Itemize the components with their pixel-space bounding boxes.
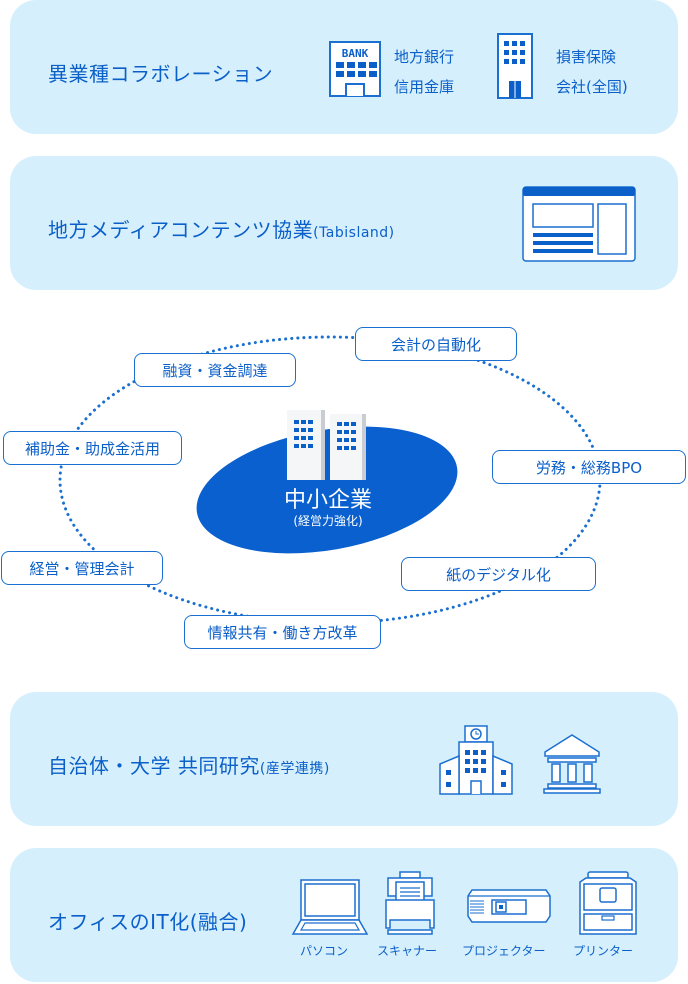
collaboration-title: 異業種コラボレーション: [48, 62, 274, 86]
insurance-line-1: 損害保険: [556, 48, 617, 66]
device-label-scanner: スキャナー: [377, 944, 438, 958]
bank-icon: BANK: [329, 41, 381, 97]
insurance-line-2: 会社(全国): [556, 78, 628, 96]
hub: 中小企業 (経営力強化): [228, 482, 428, 542]
scanner-icon: [385, 871, 435, 935]
cycle-item-work-style-reform: 情報共有・働き方改革: [184, 615, 381, 649]
government-building-icon: [543, 734, 601, 794]
office-it-title: オフィスのIT化(融合): [48, 910, 248, 934]
printer-icon: [579, 871, 637, 935]
hub-buildings-icon: [287, 410, 366, 480]
web-page-icon: [522, 186, 636, 262]
panel-office-it: オフィスのIT化(融合) パソコン スキャナー プロジェクター: [10, 848, 678, 982]
hub-subtitle: (経営力強化): [293, 514, 363, 528]
media-subtitle: (Tabisland): [313, 225, 395, 241]
cycle-item-financing: 融資・資金調達: [134, 353, 296, 387]
cycle-item-subsidies: 補助金・助成金活用: [3, 431, 182, 465]
device-label-pc: パソコン: [300, 944, 349, 958]
hub-title: 中小企業: [283, 488, 372, 513]
school-building-icon: [439, 725, 513, 795]
media-title: 地方メディアコンテンツ協業(Tabisland): [48, 214, 395, 243]
bank-line-2: 信用金庫: [394, 78, 455, 96]
device-label-projector: プロジェクター: [462, 944, 546, 958]
cycle-item-paper-digitization: 紙のデジタル化: [401, 557, 596, 591]
media-title-main: 地方メディアコンテンツ協業: [48, 218, 314, 242]
cycle-item-management-accounting: 経営・管理会計: [1, 551, 163, 585]
research-title-main: 自治体・大学 共同研究: [48, 754, 260, 778]
cycle-item-labor-bpo: 労務・総務BPO: [492, 450, 686, 484]
panel-research: 自治体・大学 共同研究(産学連携): [10, 692, 678, 826]
bank-icon-text: BANK: [342, 47, 369, 60]
device-label-printer: プリンター: [573, 944, 634, 958]
research-title: 自治体・大学 共同研究(産学連携): [48, 750, 330, 779]
panel-media: 地方メディアコンテンツ協業(Tabisland): [10, 156, 678, 290]
cycle-item-accounting-automation: 会計の自動化: [355, 327, 517, 361]
hub-ellipse: [196, 410, 458, 554]
office-building-icon: [497, 33, 533, 99]
projector-icon: [467, 889, 551, 923]
bank-line-1: 地方銀行: [394, 48, 455, 66]
research-subtitle: (産学連携): [259, 761, 330, 777]
laptop-icon: [291, 879, 369, 935]
panel-collaboration: 異業種コラボレーション BANK 地方銀行 信用金庫 損害保険 会社(全国): [10, 0, 678, 134]
